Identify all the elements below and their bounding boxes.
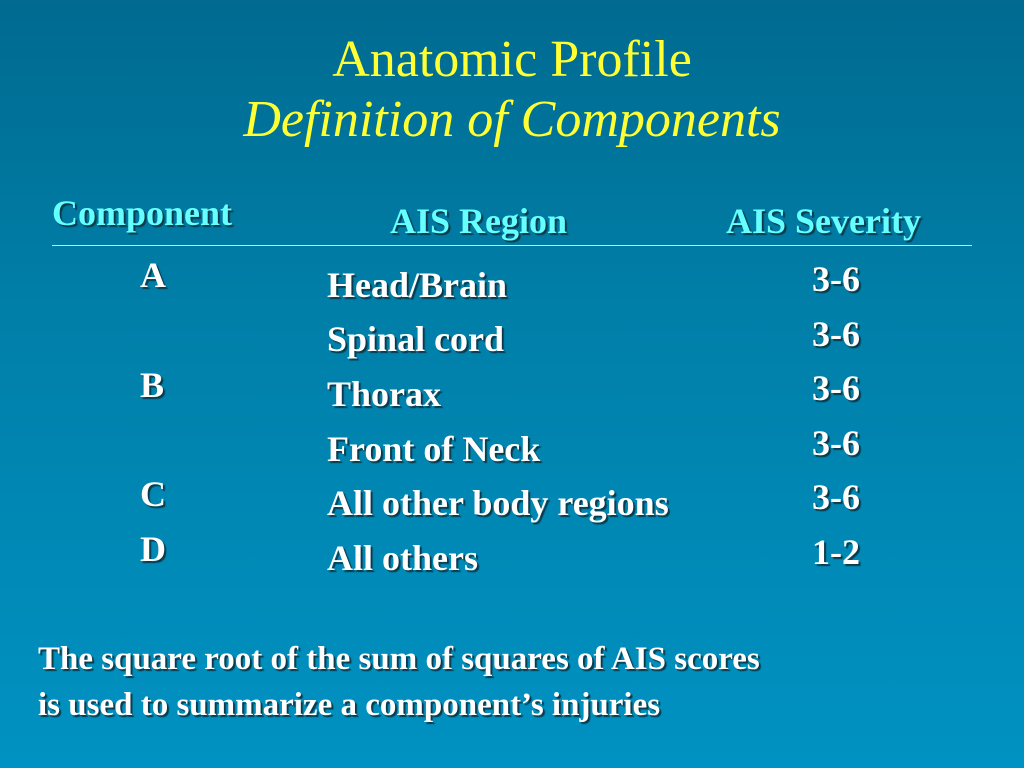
header-ais-region: AIS Region <box>390 201 568 241</box>
region-cell: Spinal cord <box>327 319 505 359</box>
severity-cell: 3-6 <box>812 477 860 517</box>
region-cell: Head/Brain <box>327 265 508 305</box>
severity-cell: 1-2 <box>812 532 860 572</box>
region-cell: Thorax <box>327 374 442 414</box>
footer-line-2: is used to summarize a component’s injur… <box>38 687 661 723</box>
component-cell: D <box>140 529 166 569</box>
component-cell: C <box>140 474 166 514</box>
severity-cell: 3-6 <box>812 423 860 463</box>
title-main: Anatomic Profile <box>332 31 692 88</box>
footer-note: The square root of the sum of squares of… <box>38 636 998 728</box>
header-ais-severity: AIS Severity <box>726 201 921 241</box>
region-cell: Front of Neck <box>327 429 541 469</box>
severity-cell: 3-6 <box>812 368 860 408</box>
region-cell: All others <box>327 538 478 578</box>
region-cell: All other body regions <box>327 483 669 523</box>
severity-cell: 3-6 <box>812 314 860 354</box>
header-component: Component <box>52 193 233 233</box>
footer-line-1: The square root of the sum of squares of… <box>38 641 760 677</box>
header-divider <box>52 245 972 246</box>
component-cell: A <box>140 255 166 295</box>
slide-title: Anatomic Profile Definition of Component… <box>0 30 1024 150</box>
title-subtitle: Definition of Components <box>243 91 781 148</box>
component-cell: B <box>140 365 165 405</box>
severity-cell: 3-6 <box>812 259 860 299</box>
